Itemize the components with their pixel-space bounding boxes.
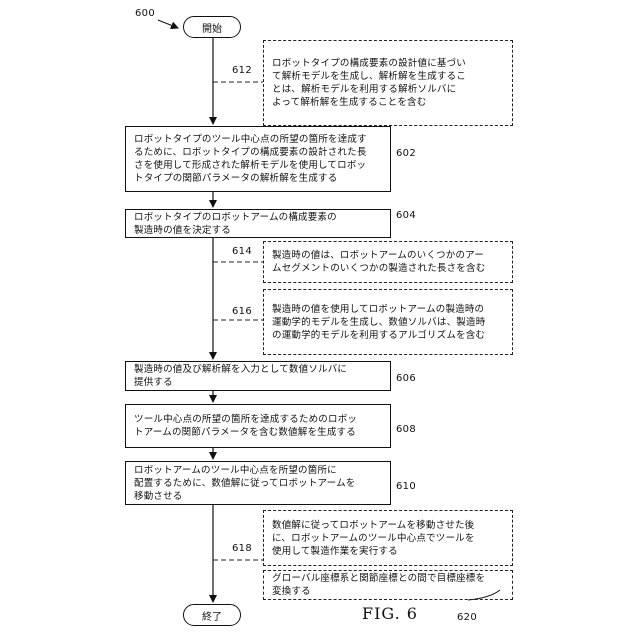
ref-602: 602: [396, 148, 416, 159]
figure-ref-600: 600: [135, 8, 155, 19]
block-606: 製造時の値及び解析解を入力として数値ソルバに 提供する: [125, 361, 391, 391]
ref-618: 618: [232, 543, 252, 554]
optional-block-616: 製造時の値を使用してロボットアームの製造時の 運動学的モデルを生成し、数値ソルバ…: [263, 289, 513, 355]
ref-612: 612: [232, 65, 252, 76]
optional-block-620: グローバル座標系と関節座標との間で目標座標を 変換する: [263, 570, 513, 600]
ref-604: 604: [396, 210, 416, 221]
ref-620: 620: [457, 612, 477, 623]
optional-block-614: 製造時の値は、ロボットアームのいくつかのアー ムセグメントのいくつかの製造された…: [263, 241, 513, 283]
block-602: ロボットタイプのツール中心点の所望の箇所を達成す るために、ロボットタイプの構成…: [125, 126, 391, 192]
ref-608: 608: [396, 424, 416, 435]
block-608: ツール中心点の所望の箇所を達成するためのロボッ トアームの関節パラメータを含む数…: [125, 404, 391, 448]
ref-610: 610: [396, 481, 416, 492]
leader-600: [158, 20, 178, 28]
block-610: ロボットアームのツール中心点を所望の箇所に 配置するために、数値解に従ってロボッ…: [125, 461, 391, 505]
optional-block-612: ロボットタイプの構成要素の設計値に基づい て解析モデルを生成し、解析解を生成する…: [263, 40, 513, 126]
ref-606: 606: [396, 373, 416, 384]
ref-614: 614: [232, 246, 252, 257]
end-terminal: 終了: [183, 604, 241, 626]
ref-616: 616: [232, 306, 252, 317]
block-604: ロボットタイプのロボットアームの構成要素の 製造時の値を決定する: [125, 209, 391, 238]
optional-block-618: 数値解に従ってロボットアームを移動させた後 に、ロボットアームのツール中心点でツ…: [263, 510, 513, 566]
figure-caption: FIG. 6: [362, 604, 418, 623]
start-terminal: 開始: [183, 16, 241, 38]
